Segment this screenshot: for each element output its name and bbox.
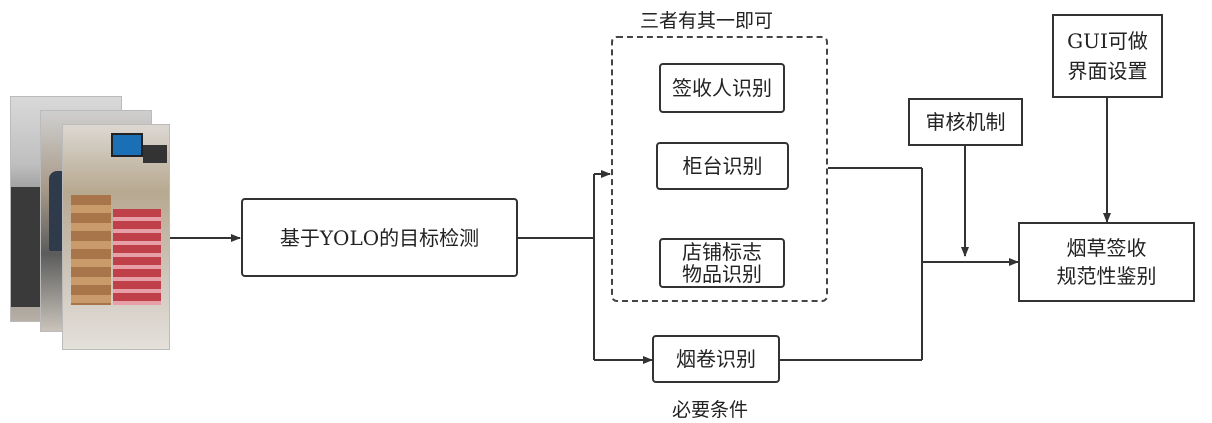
store-logo-label-line1: 店铺标志 (682, 240, 762, 264)
yolo-detection-label: 基于YOLO的目标检测 (279, 225, 480, 250)
store-logo-label-line2: 物品识别 (682, 262, 762, 286)
monitor-screen (111, 133, 143, 157)
counter-recognition-label: 柜台识别 (682, 154, 763, 178)
boxes-stack (71, 195, 111, 305)
audit-mechanism-box: 审核机制 (908, 98, 1023, 146)
tobacco-compliance-box: 烟草签收 规范性鉴别 (1018, 222, 1195, 302)
tobacco-compliance-label-line1: 烟草签收 (1066, 236, 1147, 260)
store-logo-recognition-box: 店铺标志 物品识别 (659, 238, 785, 288)
tobacco-compliance-label-line2: 规范性鉴别 (1056, 264, 1157, 288)
signer-recognition-box: 签收人识别 (659, 63, 785, 113)
monitor-screen-2 (143, 145, 167, 163)
required-condition-caption: 必要条件 (672, 399, 749, 421)
gui-settings-label-line2: 界面设置 (1067, 59, 1148, 83)
shelf-dark (11, 187, 41, 307)
gui-settings-label-line1: GUI可做 (1067, 29, 1148, 53)
cigarette-recognition-label: 烟卷识别 (676, 347, 756, 371)
counter-recognition-box: 柜台识别 (656, 142, 789, 190)
cigarette-recognition-box: 烟卷识别 (652, 335, 780, 383)
signer-recognition-label: 签收人识别 (672, 76, 772, 100)
either-one-group (611, 36, 828, 302)
gui-settings-box: GUI可做 界面设置 (1052, 14, 1163, 98)
cigarette-shelf (113, 209, 161, 305)
yolo-detection-box: 基于YOLO的目标检测 (241, 198, 518, 277)
audit-mechanism-label: 审核机制 (925, 110, 1006, 134)
store-photo-front (62, 124, 170, 350)
either-one-caption: 三者有其一即可 (640, 10, 774, 32)
